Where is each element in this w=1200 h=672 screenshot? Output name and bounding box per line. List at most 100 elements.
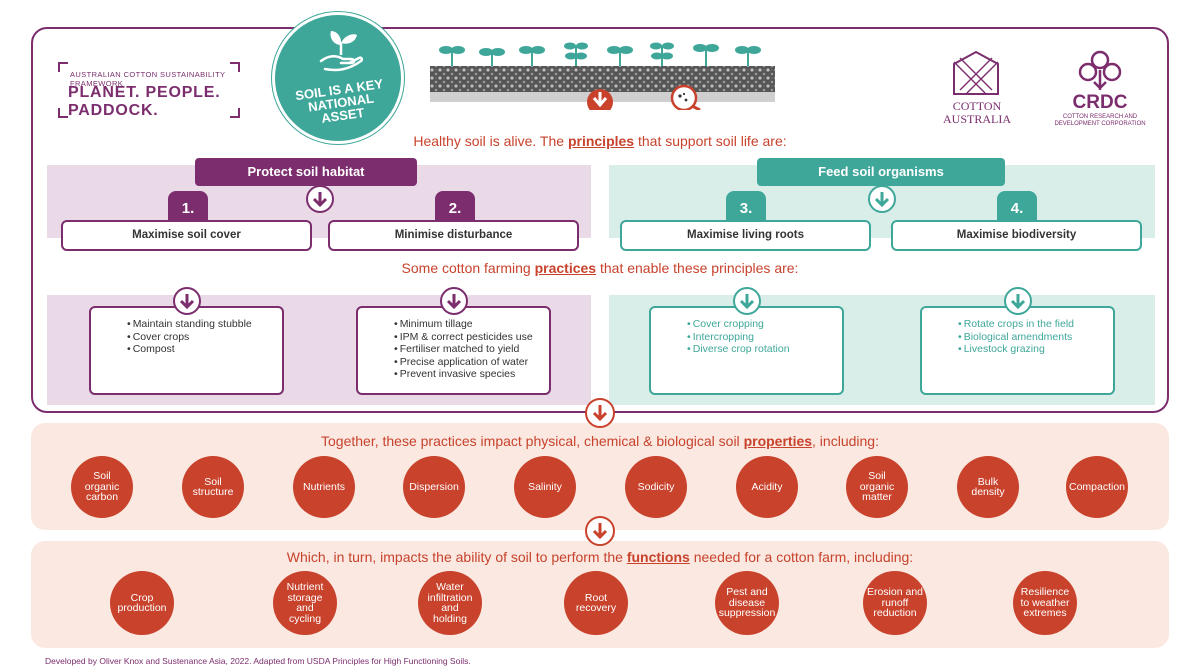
heading-text: Which, in turn, impacts the ability of s…: [286, 549, 627, 565]
function-line: and: [296, 602, 314, 614]
soil-key-asset-badge: SOIL IS A KEY NATIONAL ASSET: [272, 12, 404, 144]
function-line: disease: [728, 596, 766, 609]
soil-property-circle: Sodicity: [625, 456, 687, 518]
function-line: storage: [287, 591, 323, 604]
function-line: suppression: [718, 607, 776, 620]
property-line: Soil: [868, 470, 886, 483]
hand-seedling-icon: [319, 31, 364, 72]
practice-box: Maintain standing stubble Cover crops Co…: [89, 306, 284, 395]
property-line: Sodicity: [637, 480, 675, 493]
principle-box: Maximise biodiversity: [891, 220, 1142, 251]
heading-text: Some cotton farming: [401, 260, 535, 276]
practice-item: Intercropping: [687, 331, 842, 344]
properties-heading: Together, these practices impact physica…: [150, 433, 1050, 449]
heading-keyword: principles: [567, 133, 635, 149]
practice-item: Precise application of water: [394, 356, 549, 369]
practice-box: Minimum tillage IPM & correct pesticides…: [356, 306, 551, 395]
down-arrow-icon: [440, 287, 468, 315]
property-line: structure: [192, 486, 234, 498]
function-line: extremes: [1023, 607, 1067, 620]
function-line: to weather: [1020, 596, 1070, 609]
practice-item: Prevent invasive species: [394, 368, 549, 381]
feed-soil-organisms-bar: Feed soil organisms: [757, 158, 1005, 186]
practice-item: Compost: [127, 343, 282, 356]
principles-heading: Healthy soil is alive. The principles th…: [200, 133, 1000, 149]
practice-item: Minimum tillage: [394, 318, 549, 331]
function-line: and: [441, 602, 459, 614]
property-line: Compaction: [1068, 480, 1126, 493]
practice-item: IPM & correct pesticides use: [394, 331, 549, 344]
property-line: carbon: [85, 491, 119, 504]
soil-property-circle: Salinity: [514, 456, 576, 518]
crdc-subtitle-line: COTTON RESEARCH AND: [1062, 114, 1138, 120]
principle-box: Maximise living roots: [620, 220, 871, 251]
heading-text: needed for a cotton farm, including:: [689, 549, 914, 565]
cotton-boll-icon: [1078, 50, 1122, 90]
practice-item: Biological amendments: [958, 331, 1113, 344]
heading-text: Together, these practices impact physica…: [321, 433, 744, 449]
down-arrow-icon: [733, 287, 761, 315]
function-line: reduction: [873, 607, 917, 620]
practice-box: Rotate crops in the field Biological ame…: [920, 306, 1115, 395]
cotton-australia-logo: COTTON AUSTRALIA: [932, 50, 1022, 130]
crdc-wordmark: CRDC: [1072, 92, 1128, 113]
protect-soil-habitat-bar: Protect soil habitat: [195, 158, 417, 186]
property-line: matter: [862, 491, 892, 504]
practice-item: Diverse crop rotation: [687, 343, 842, 356]
property-line: Dispersion: [409, 480, 459, 493]
framework-title: PLANET. PEOPLE. PADDOCK.: [68, 84, 221, 119]
heading-keyword: practices: [534, 260, 597, 276]
framework-logo: AUSTRALIAN COTTON SUSTAINABILITY FRAMEWO…: [58, 62, 240, 119]
function-line: Root: [584, 591, 608, 604]
function-line: holding: [433, 612, 467, 625]
heading-keyword: functions: [626, 549, 690, 565]
soil-property-circle: Dispersion: [403, 456, 465, 518]
functions-heading: Which, in turn, impacts the ability of s…: [150, 549, 1050, 565]
function-line: Resilience: [1020, 586, 1070, 599]
heading-text: that enable these principles are:: [596, 260, 799, 276]
practice-list: Minimum tillage IPM & correct pesticides…: [394, 318, 549, 381]
function-line: Erosion and: [866, 586, 924, 599]
footer-credit: Developed by Oliver Knox and Sustenance …: [45, 656, 471, 666]
function-line: production: [117, 602, 167, 614]
principle-box: Maximise soil cover: [61, 220, 312, 251]
property-line: Soil: [93, 470, 111, 483]
framework-subtitle: AUSTRALIAN COTTON SUSTAINABILITY FRAMEWO…: [70, 70, 226, 88]
function-line: Crop: [130, 591, 154, 604]
function-line: Pest and: [726, 586, 768, 599]
practice-list: Rotate crops in the field Biological ame…: [958, 318, 1113, 356]
heading-text: that support soil life are:: [634, 133, 787, 149]
soil-property-circle: Acidity: [736, 456, 798, 518]
function-line: Water: [436, 581, 464, 593]
heading-text: Healthy soil is alive. The: [413, 133, 568, 149]
property-line: organic: [84, 480, 120, 493]
down-arrow-icon: [173, 287, 201, 315]
crdc-subtitle: COTTON RESEARCH AND DEVELOPMENT CORPORAT…: [1050, 114, 1150, 128]
property-line: Salinity: [528, 480, 562, 493]
property-line: density: [971, 486, 1005, 498]
cotton-australia-line: AUSTRALIA: [943, 112, 1011, 126]
property-line: organic: [859, 480, 895, 493]
function-line: Nutrient: [286, 581, 324, 593]
practice-item: Rotate crops in the field: [958, 318, 1113, 331]
property-line: Soil: [204, 475, 222, 488]
property-line: Bulk: [977, 475, 999, 488]
practice-list: Maintain standing stubble Cover crops Co…: [127, 318, 282, 356]
property-line: Nutrients: [302, 480, 345, 493]
function-line: recovery: [575, 602, 617, 614]
down-arrow-icon: [1004, 287, 1032, 315]
heading-keyword: properties: [743, 433, 813, 449]
practice-box: Cover cropping Intercropping Diverse cro…: [649, 306, 844, 395]
soil-property-circle: Compaction: [1066, 456, 1128, 518]
cotton-australia-emblem-icon: [953, 50, 999, 95]
cotton-australia-wordmark: COTTON AUSTRALIA: [932, 100, 1022, 126]
